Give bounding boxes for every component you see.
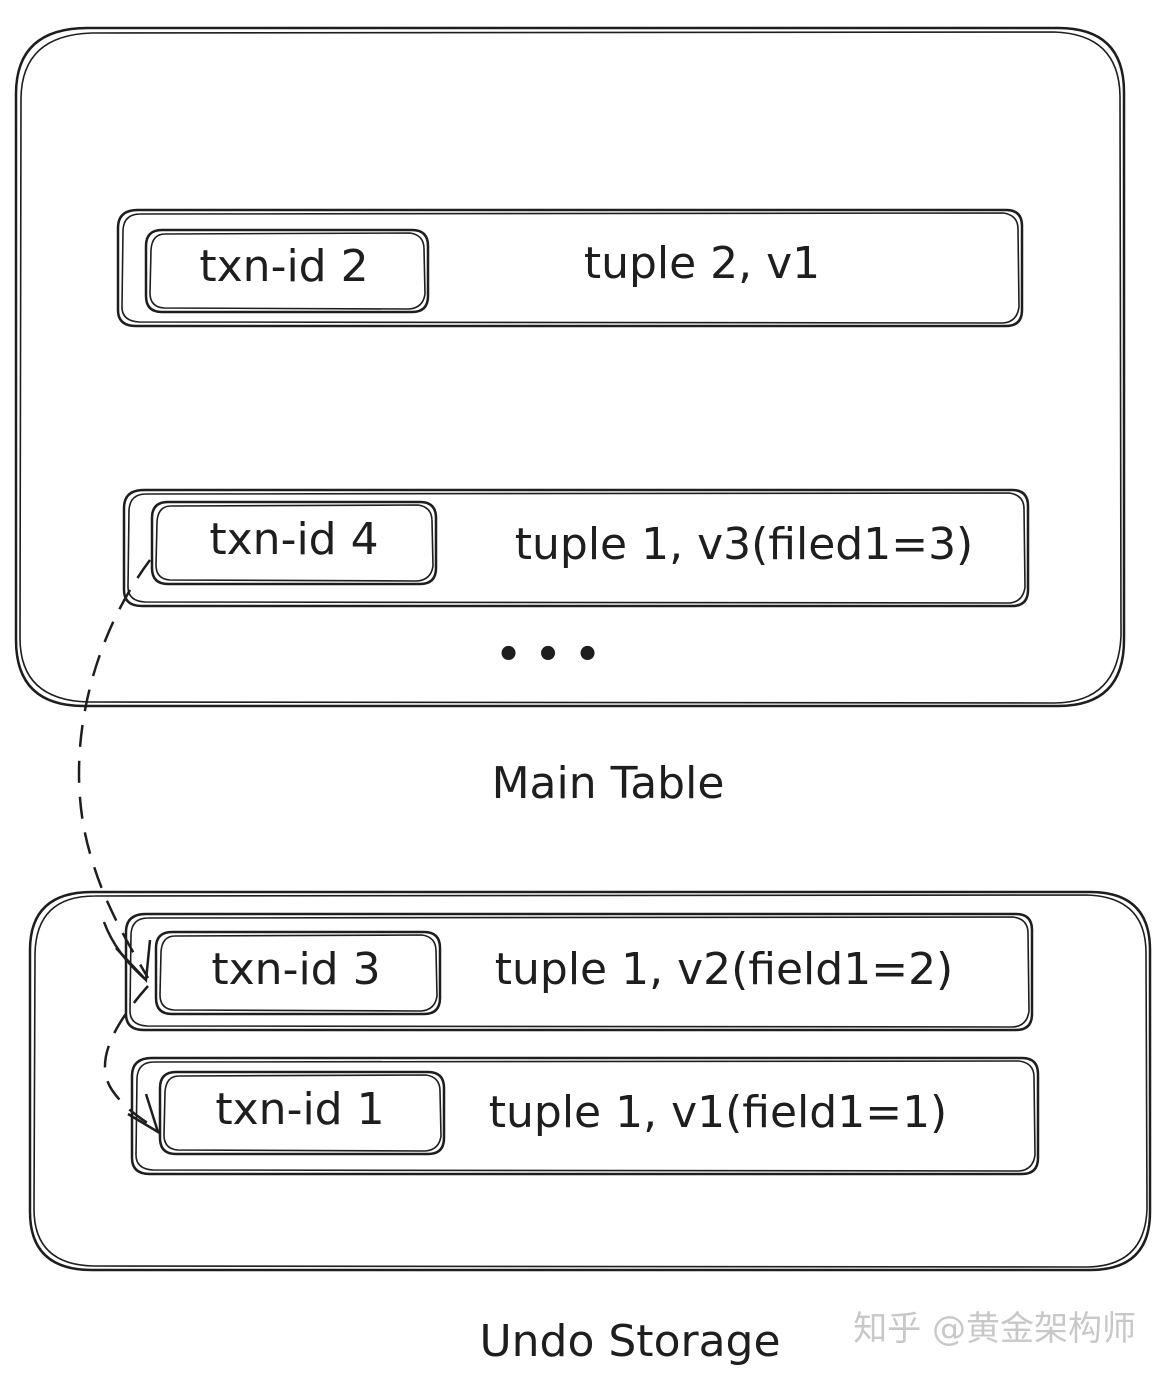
tuple-label: tuple 1, v1(field1=1) [489, 1087, 947, 1138]
undo-storage-row-2: txn-id 1 tuple 1, v1(field1=1) [130, 1056, 1040, 1176]
undo-storage-row-1: txn-id 3 tuple 1, v2(field1=2) [124, 912, 1034, 1032]
undo-storage-container [28, 890, 1152, 1272]
txn-id-cell: txn-id 1 [158, 1070, 446, 1156]
main-table-container [14, 26, 1126, 708]
more-rows-ellipsis: • • • [496, 632, 601, 678]
txn-id-cell: txn-id 3 [154, 930, 442, 1016]
main-table-row-1: txn-id 2 tuple 2, v1 [116, 208, 1024, 328]
txn-id-cell: txn-id 4 [150, 500, 438, 586]
txn-id-label: txn-id 3 [211, 944, 380, 995]
txn-id-cell: txn-id 2 [144, 228, 430, 314]
undo-storage-caption: Undo Storage [479, 1316, 780, 1367]
tuple-label: tuple 2, v1 [584, 238, 820, 289]
watermark: 知乎 @黄金架构师 [853, 1309, 1136, 1349]
version-chain-arrow-2 [103, 985, 161, 1135]
main-table-row-2: txn-id 4 tuple 1, v3(filed1=3) [122, 488, 1030, 608]
version-chain-arrow-1 [77, 559, 152, 983]
main-table-caption: Main Table [492, 758, 725, 809]
txn-id-label: txn-id 4 [209, 514, 378, 565]
tuple-label: tuple 1, v2(field1=2) [495, 944, 953, 995]
tuple-label: tuple 1, v3(filed1=3) [515, 519, 973, 570]
txn-id-label: txn-id 1 [215, 1084, 384, 1135]
txn-id-label: txn-id 2 [199, 241, 368, 292]
